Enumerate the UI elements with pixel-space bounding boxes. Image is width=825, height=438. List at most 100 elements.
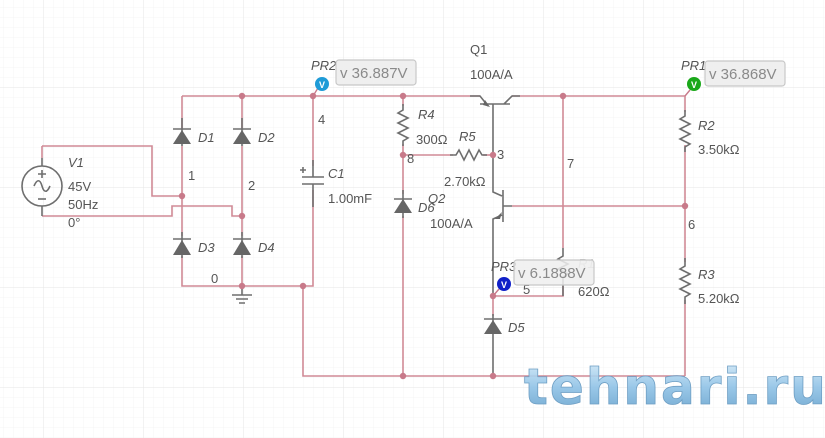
emitter-arrow-icon xyxy=(495,212,502,219)
sine-wave-icon xyxy=(33,179,51,193)
v1-voltage-label: 45V xyxy=(68,179,91,194)
plus-sign-icon xyxy=(38,170,46,178)
c1-ref-label: C1 xyxy=(328,166,345,181)
pr3-reading: v 6.1888V xyxy=(518,265,586,282)
diode-d1[interactable] xyxy=(173,118,191,146)
r3-ref-label: R3 xyxy=(698,267,715,282)
resistor-icon xyxy=(450,148,487,162)
resistor-icon xyxy=(678,258,692,304)
capacitor-c1[interactable] xyxy=(300,160,324,207)
r4-ref-label: R4 xyxy=(418,107,435,122)
probe-pr2[interactable]: V xyxy=(312,77,329,97)
node-label-4: 4 xyxy=(318,112,325,127)
r2-value-label: 3.50kΩ xyxy=(698,142,740,157)
node-label-5: 5 xyxy=(523,282,530,297)
probe-icon-letter: V xyxy=(319,80,325,90)
junction-dot xyxy=(399,372,407,380)
transistor-icon xyxy=(470,95,520,155)
junction-dot xyxy=(238,282,246,290)
node-label-7: 7 xyxy=(567,156,574,171)
pr3-reading-box xyxy=(513,259,595,286)
junction-dot xyxy=(399,151,407,159)
diode-icon xyxy=(484,320,502,334)
pr1-reading-box xyxy=(704,60,786,87)
r5-value-label: 2.70kΩ xyxy=(444,174,486,189)
voltmeter-probe-icon xyxy=(497,277,511,291)
junction-dot xyxy=(681,202,689,210)
probe-lead xyxy=(684,89,691,97)
transistor-q2[interactable] xyxy=(492,155,512,296)
r2-ref-label: R2 xyxy=(698,118,715,133)
transistor-q1[interactable] xyxy=(470,95,520,155)
probe-icon-letter: V xyxy=(501,280,507,290)
voltmeter-probe-icon xyxy=(315,77,329,91)
pr2-reading: v 36.887V xyxy=(340,65,408,82)
diode-icon xyxy=(233,240,251,255)
d2-label: D2 xyxy=(258,130,275,145)
node-label-3: 3 xyxy=(497,147,504,162)
diode-icon xyxy=(173,130,191,144)
pr1-reading: v 36.868V xyxy=(709,66,777,83)
probe-lead xyxy=(312,87,319,97)
r3-value-label: 5.20kΩ xyxy=(698,291,740,306)
resistor-icon xyxy=(678,110,692,152)
ground-icon xyxy=(232,286,252,304)
emitter-arrow-icon xyxy=(483,100,490,107)
wire-c1-bottom[interactable] xyxy=(303,190,314,287)
junction-dot xyxy=(299,282,307,290)
node-label-0: 0 xyxy=(211,271,218,286)
resistor-r4[interactable] xyxy=(396,104,410,146)
polarity-plus-icon xyxy=(300,167,306,173)
v1-phase-label: 0° xyxy=(68,215,80,230)
d3-label: D3 xyxy=(198,240,215,255)
r5-ref-label: R5 xyxy=(459,129,476,144)
junctions xyxy=(178,92,689,380)
pr2-reading-box xyxy=(335,59,417,86)
node-label-6: 6 xyxy=(688,217,695,232)
resistor-icon xyxy=(396,104,410,146)
probe-icon-letter: V xyxy=(691,80,697,90)
d5-label: D5 xyxy=(508,320,525,335)
diode-icon xyxy=(173,240,191,255)
ac-source-v1[interactable] xyxy=(21,158,63,216)
node-label-1: 1 xyxy=(188,168,195,183)
pr1-ref-label: PR1 xyxy=(681,58,706,73)
c1-value-label: 1.00mF xyxy=(328,191,372,206)
watermark: tehnari.ru xyxy=(524,358,825,416)
junction-dot xyxy=(489,372,497,380)
resistor-r3[interactable] xyxy=(678,258,692,304)
diode-d4[interactable] xyxy=(233,232,251,258)
wire-node-0[interactable] xyxy=(181,256,303,287)
resistor-r5[interactable] xyxy=(450,148,487,162)
v1-ref-label: V1 xyxy=(68,155,84,170)
probe-pr3[interactable]: V xyxy=(492,277,511,297)
junction-dot xyxy=(178,192,186,200)
d1-label: D1 xyxy=(198,130,215,145)
probe-lead xyxy=(492,288,500,297)
node-label-2: 2 xyxy=(248,178,255,193)
wire-v1-to-node1[interactable] xyxy=(42,145,182,197)
q2-gain-label: 100A/A xyxy=(430,216,473,231)
resistor-r2[interactable] xyxy=(678,110,692,152)
d6-label: D6 xyxy=(418,200,435,215)
diode-d2[interactable] xyxy=(233,118,251,146)
voltmeter-probe-icon xyxy=(687,77,701,91)
capacitor-icon xyxy=(302,160,324,207)
q1-gain-label: 100A/A xyxy=(470,67,513,82)
diode-d6[interactable] xyxy=(394,190,412,218)
transistor-icon xyxy=(492,155,512,296)
node-label-8: 8 xyxy=(407,151,414,166)
diode-d3[interactable] xyxy=(173,232,191,258)
r1-value-label: 620Ω xyxy=(578,284,610,299)
pr3-ref-label: PR3 xyxy=(491,259,517,274)
junction-dot xyxy=(238,212,246,220)
junction-dot xyxy=(399,92,407,100)
diode-d5[interactable] xyxy=(484,314,502,376)
d4-label: D4 xyxy=(258,240,275,255)
wire-bottom-return[interactable] xyxy=(302,286,685,377)
wire-v1-to-node2[interactable] xyxy=(42,205,242,217)
junction-dot xyxy=(559,92,567,100)
junction-dot xyxy=(489,151,497,159)
diode-icon xyxy=(394,199,412,213)
probe-pr1[interactable]: V xyxy=(684,77,701,97)
